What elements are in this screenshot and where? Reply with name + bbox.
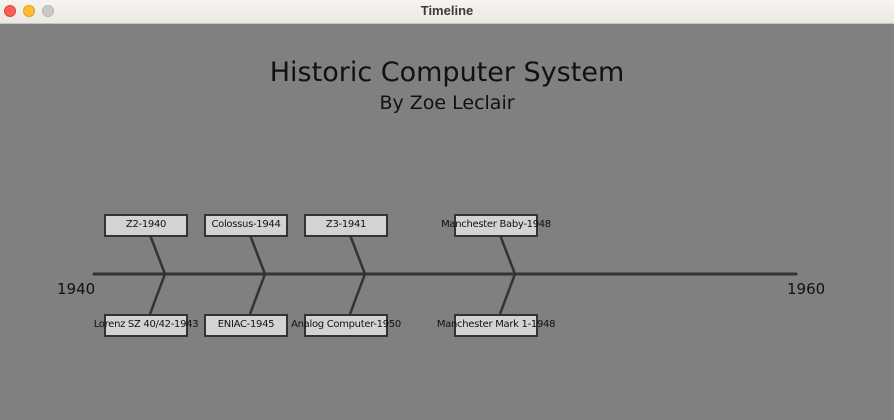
- event-label: Z2-1940: [125, 219, 167, 230]
- connector-z3: [348, 234, 367, 275]
- window-title: Timeline: [420, 3, 474, 18]
- minimize-button[interactable]: [23, 5, 35, 17]
- connector-manchester-mark1: [498, 273, 517, 315]
- event-label: Manchester Mark 1-1948: [436, 319, 556, 330]
- event-label: Lorenz SZ 40/42-1943: [93, 319, 199, 330]
- timeline-title: Historic Computer System: [269, 57, 625, 88]
- window-titlebar: Timeline: [0, 0, 894, 24]
- event-label: Colossus-1944: [211, 219, 281, 230]
- timeline-canvas: Historic Computer System By Zoe Leclair …: [0, 25, 894, 420]
- close-button[interactable]: [4, 5, 16, 17]
- event-box[interactable]: Z2-1940: [104, 214, 188, 237]
- connector-analog: [348, 273, 367, 315]
- event-box[interactable]: Lorenz SZ 40/42-1943: [94, 314, 199, 337]
- event-box[interactable]: ENIAC-1945: [204, 314, 288, 337]
- event-label: Z3-1941: [325, 219, 367, 230]
- start-year-label: 1940: [57, 280, 96, 298]
- event-label: Manchester Baby-1948: [441, 219, 551, 230]
- event-box[interactable]: Z3-1941: [304, 214, 388, 237]
- event-box[interactable]: Manchester Baby-1948: [441, 214, 551, 237]
- maximize-button[interactable]: [42, 5, 54, 17]
- connector-eniac: [248, 273, 267, 315]
- timeline-subtitle: By Zoe Leclair: [379, 92, 515, 114]
- connector-z2: [148, 234, 167, 275]
- connector-colossus: [248, 234, 267, 275]
- event-box[interactable]: Colossus-1944: [204, 214, 288, 237]
- connector-lorenz: [148, 273, 167, 315]
- end-year-label: 1960: [787, 280, 826, 298]
- event-box[interactable]: Analog Computer-1950: [291, 314, 401, 337]
- connector-manchester-baby: [498, 234, 517, 275]
- event-label: ENIAC-1945: [217, 319, 275, 330]
- event-label: Analog Computer-1950: [291, 319, 401, 330]
- timeline-lines: [92, 234, 798, 315]
- event-box[interactable]: Manchester Mark 1-1948: [437, 314, 555, 337]
